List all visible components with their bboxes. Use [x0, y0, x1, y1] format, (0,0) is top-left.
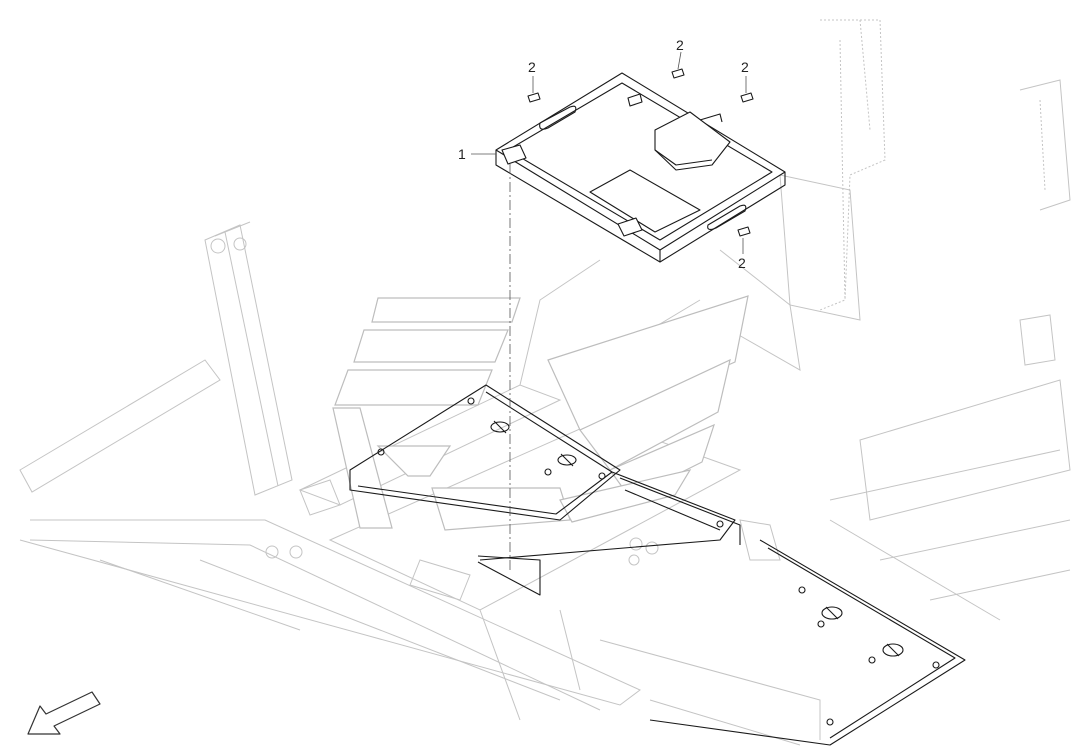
callout-2-bottom: 2	[738, 255, 746, 271]
callout-2-top: 2	[676, 37, 684, 53]
callout-1: 1	[458, 146, 466, 162]
callout-2-right: 2	[741, 59, 749, 75]
callout-2-left: 2	[528, 59, 536, 75]
background-frame	[19, 19, 1071, 746]
leader-lines	[471, 51, 747, 570]
callout-labels: 1 2 2 2 2	[458, 37, 749, 271]
tray-part-1	[495, 72, 786, 263]
lower-right-plate	[649, 539, 966, 746]
direction-arrow-icon	[27, 691, 101, 735]
ghost-louver-panels	[332, 295, 749, 531]
pins-part-2	[527, 68, 754, 237]
mounting-plate	[349, 384, 741, 596]
